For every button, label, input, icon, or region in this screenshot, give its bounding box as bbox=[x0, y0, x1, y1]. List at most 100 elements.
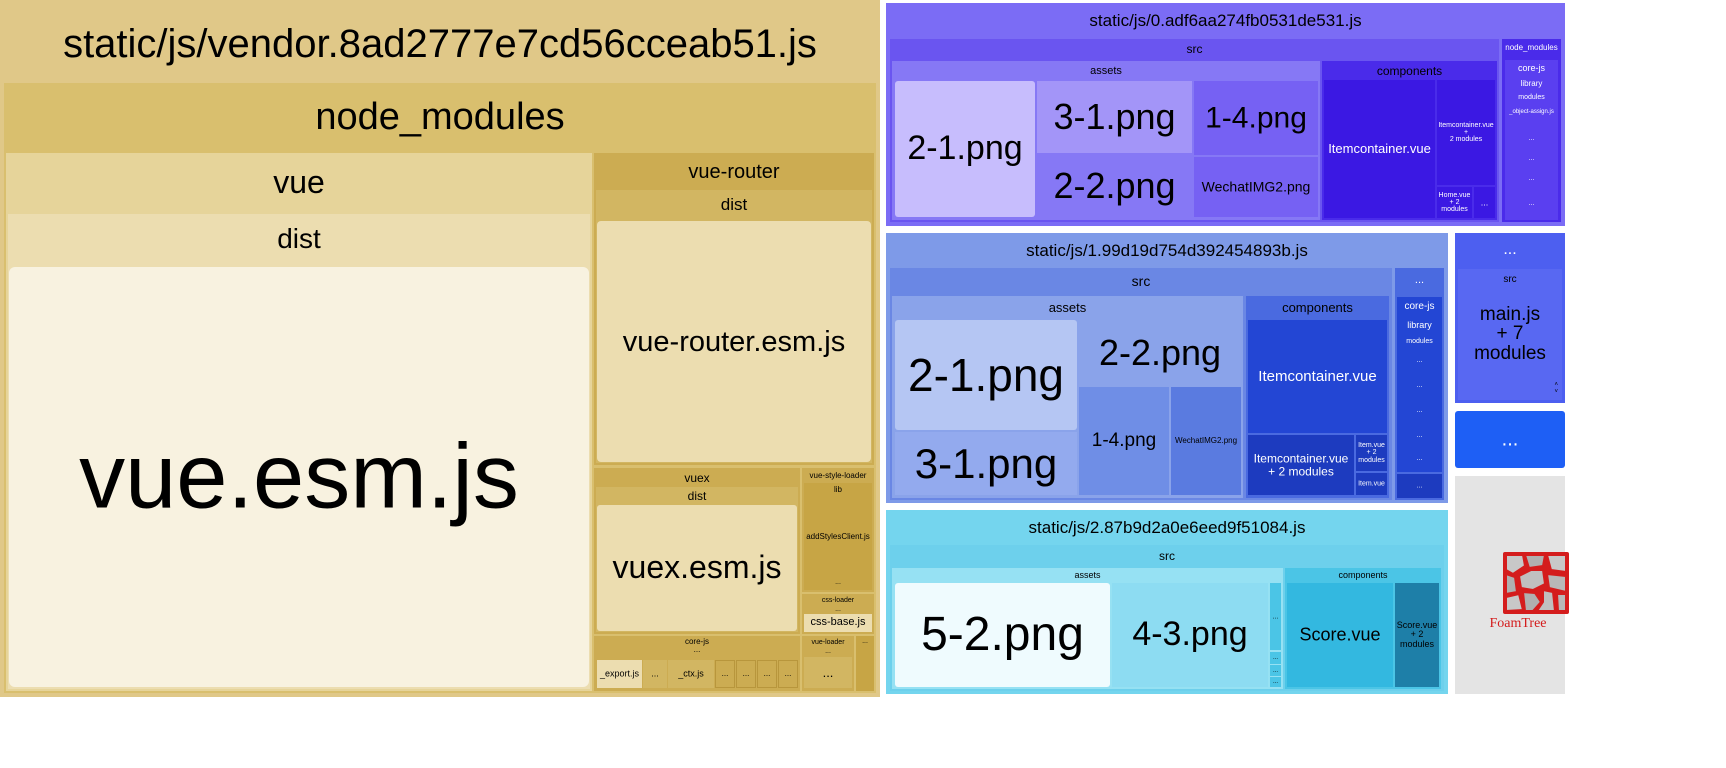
treemap-cell-b2-4-3-png[interactable]: 4-3.png bbox=[1112, 583, 1268, 687]
vue-esm-js-label: vue.esm.js bbox=[79, 425, 519, 528]
treemap-cell-core-js-item[interactable]: ... bbox=[715, 660, 735, 688]
core-js-item-label: ... bbox=[742, 668, 750, 678]
b1-core-js-more: ... bbox=[1416, 382, 1423, 389]
css-loader-label: css-loader bbox=[821, 597, 855, 604]
treemap-cell-b0-itemcontainer-mods[interactable]: Itemcontainer.vue + 2 modules bbox=[1437, 80, 1495, 185]
core-js-item-label: ... bbox=[763, 668, 771, 678]
treemap-cell-b1-wechat-png[interactable]: WechatIMG2.png bbox=[1171, 387, 1241, 495]
b0-1-4-png-label: 1-4.png bbox=[1205, 101, 1307, 135]
b1-core-js-more: ... bbox=[1416, 455, 1423, 462]
b0-src-label: src bbox=[1186, 42, 1203, 56]
treemap-cell-core-js-item[interactable]: ... bbox=[736, 660, 756, 688]
b0-2-2-png-label: 2-2.png bbox=[1053, 165, 1176, 207]
treemap-cell-b0-1-4-png[interactable]: 1-4.png bbox=[1194, 81, 1318, 155]
b1-node-modules-more: ... bbox=[1414, 274, 1425, 286]
vue-loader-item-label: ... bbox=[822, 664, 834, 680]
b0-core-js-label: core-js bbox=[1517, 63, 1545, 73]
b1-1-4-png-label: 1-4.png bbox=[1091, 430, 1157, 452]
treemap-cell-b2-score-mods[interactable]: Score.vue + 2 modules bbox=[1395, 583, 1439, 687]
treemap-cell-b1-itemcontainer-mods[interactable]: Itemcontainer.vue + 2 modules bbox=[1248, 435, 1354, 495]
treemap-cell-b0-2-2-png[interactable]: 2-2.png bbox=[1037, 155, 1192, 217]
b2-assets-item-label: ... bbox=[1272, 678, 1278, 685]
treemap-cell-b2-score-vue[interactable]: Score.vue bbox=[1287, 583, 1393, 687]
b1-3-1-png-label: 3-1.png bbox=[914, 439, 1058, 487]
treemap-cell-b2-assets-item[interactable]: ... bbox=[1270, 665, 1281, 676]
add-styles-client-label: addStylesClient.js bbox=[806, 531, 870, 541]
treemap-cell-export-js[interactable]: _export.js bbox=[597, 660, 642, 688]
treemap-cell-b1-item-mods[interactable]: Item.vue + 2 modules bbox=[1356, 435, 1387, 471]
b2-src-label: src bbox=[1159, 549, 1175, 563]
treemap-cell-b1-2-1-png[interactable]: 2-1.png bbox=[895, 320, 1077, 430]
b1-core-js-more: ... bbox=[1416, 407, 1423, 414]
treemap-cell-b2-5-2-png[interactable]: 5-2.png bbox=[895, 583, 1110, 687]
treemap-cell-b0-core-js[interactable]: core-js library modules _object-assign.j… bbox=[1505, 60, 1558, 220]
treemap-cell-core-js-item[interactable]: ... bbox=[778, 660, 798, 688]
treemap-cell-vuex-esm-js[interactable]: vuex.esm.js bbox=[597, 505, 797, 631]
treemap-cell-b1-3-1-png[interactable]: 3-1.png bbox=[895, 432, 1077, 495]
treemap-cell-core-js-item[interactable]: ... bbox=[757, 660, 777, 688]
treemap-cell-b0-2-1-png[interactable]: 2-1.png bbox=[895, 81, 1035, 217]
treemap-cell-b1-1-4-png[interactable]: 1-4.png bbox=[1079, 387, 1169, 495]
foamtree-logo-icon bbox=[1503, 552, 1569, 614]
vsl-more-label: ... bbox=[835, 579, 841, 586]
treemap-cell-b0-home-mods[interactable]: Home.vue + 2 modules bbox=[1437, 187, 1472, 218]
vue-router-label: vue-router bbox=[688, 161, 780, 183]
b1-assets-label: assets bbox=[1048, 300, 1087, 315]
treemap-cell-vsl-lib[interactable]: lib addStylesClient.js ... bbox=[804, 483, 872, 590]
vue-router-esm-js-label: vue-router.esm.js bbox=[622, 325, 846, 358]
treemap-cell-b1-itemcontainer-vue[interactable]: Itemcontainer.vue bbox=[1248, 320, 1387, 433]
b1-core-js-label: core-js bbox=[1404, 301, 1435, 312]
b2-assets-item-label: ... bbox=[1272, 654, 1278, 661]
b1-core-js-more: ... bbox=[1416, 357, 1423, 364]
vuex-esm-js-label: vuex.esm.js bbox=[612, 549, 782, 586]
treemap-cell-b1-core-js[interactable]: core-js library modules ... ... ... ... … bbox=[1397, 297, 1442, 472]
b1-itemcontainer-vue-label: Itemcontainer.vue bbox=[1258, 367, 1377, 385]
treemap-cell-more-bundles[interactable]: ... bbox=[1455, 411, 1565, 468]
treemap-cell-vendor-more[interactable]: ... bbox=[856, 636, 874, 691]
vue-dist-label: dist bbox=[277, 223, 321, 254]
core-js-item-label: ... bbox=[784, 668, 792, 678]
treemap-cell-core-js-item[interactable]: ... bbox=[643, 660, 667, 688]
treemap-cell-vue-loader-item[interactable]: ... bbox=[804, 657, 852, 688]
css-loader-more: ... bbox=[835, 606, 841, 613]
more-bundles-label: ... bbox=[1501, 428, 1519, 450]
b0-core-js-more: ... bbox=[1528, 175, 1535, 182]
node-modules-label: node_modules bbox=[315, 96, 565, 138]
b1-modules-label: modules bbox=[1406, 338, 1433, 345]
treemap-cell-ctx-js[interactable]: _ctx.js bbox=[668, 660, 714, 688]
core-js-more: ... bbox=[693, 645, 701, 654]
vue-style-loader-label: vue-style-loader bbox=[809, 471, 867, 480]
vue-loader-more: ... bbox=[825, 648, 831, 655]
b1-src-label: src bbox=[1131, 273, 1151, 289]
b0-modules-label: modules bbox=[1518, 94, 1545, 101]
treemap-cell-b2-assets-item[interactable]: ... bbox=[1270, 583, 1281, 650]
treemap-cell-vue-esm-js[interactable]: vue.esm.js bbox=[9, 267, 589, 687]
treemap-cell-b0-wechat-png[interactable]: WechatIMG2.png bbox=[1194, 157, 1318, 217]
treemap-cell-b0-components-more[interactable]: ... bbox=[1474, 187, 1495, 218]
treemap-cell-vue-router-esm-js[interactable]: vue-router.esm.js bbox=[597, 221, 871, 462]
treemap-cell-b0-3-1-png[interactable]: 3-1.png bbox=[1037, 81, 1192, 153]
treemap-cell-b2-assets-item[interactable]: ... bbox=[1270, 677, 1281, 687]
b0-core-js-more: ... bbox=[1528, 135, 1535, 142]
treemap-cell-b1-2-2-png[interactable]: 2-2.png bbox=[1079, 320, 1241, 385]
core-js-item-label: ... bbox=[651, 668, 659, 679]
b0-2-1-png-label: 2-1.png bbox=[907, 129, 1023, 168]
treemap-cell-main-src[interactable]: src main.js + 7 modules ˄ ˅ bbox=[1458, 269, 1562, 400]
treemap-cell-b1-node-modules-item[interactable]: ... bbox=[1397, 474, 1442, 498]
b2-5-2-png-label: 5-2.png bbox=[921, 607, 1084, 661]
b2-assets-item-label: ... bbox=[1272, 612, 1279, 620]
vendor-bundle-title: static/js/vendor.8ad2777e7cd56cceab51.js bbox=[63, 22, 817, 66]
treemap-cell-css-base-js[interactable]: css-base.js bbox=[804, 614, 872, 632]
b1-node-modules-item-label: ... bbox=[1416, 482, 1423, 490]
treemap-cell-b1-item-vue[interactable]: Item.vue bbox=[1356, 473, 1387, 495]
b0-components-more-label: ... bbox=[1480, 196, 1489, 207]
foamtree-logo-text: FoamTree bbox=[1489, 616, 1547, 631]
b2-score-vue-label: Score.vue bbox=[1299, 624, 1381, 645]
main-bundle-title: ... bbox=[1503, 241, 1517, 258]
treemap-cell-b0-itemcontainer-vue[interactable]: Itemcontainer.vue bbox=[1324, 80, 1435, 218]
bundle-0-title: static/js/0.adf6aa274fb0531de531.js bbox=[1089, 11, 1362, 30]
treemap-cell-b2-assets-item[interactable]: ... bbox=[1270, 652, 1281, 664]
b0-itemcontainer-mods-label: Itemcontainer.vue + 2 modules bbox=[1438, 121, 1494, 144]
b0-object-assign-label: _object-assign.js bbox=[1509, 109, 1554, 115]
